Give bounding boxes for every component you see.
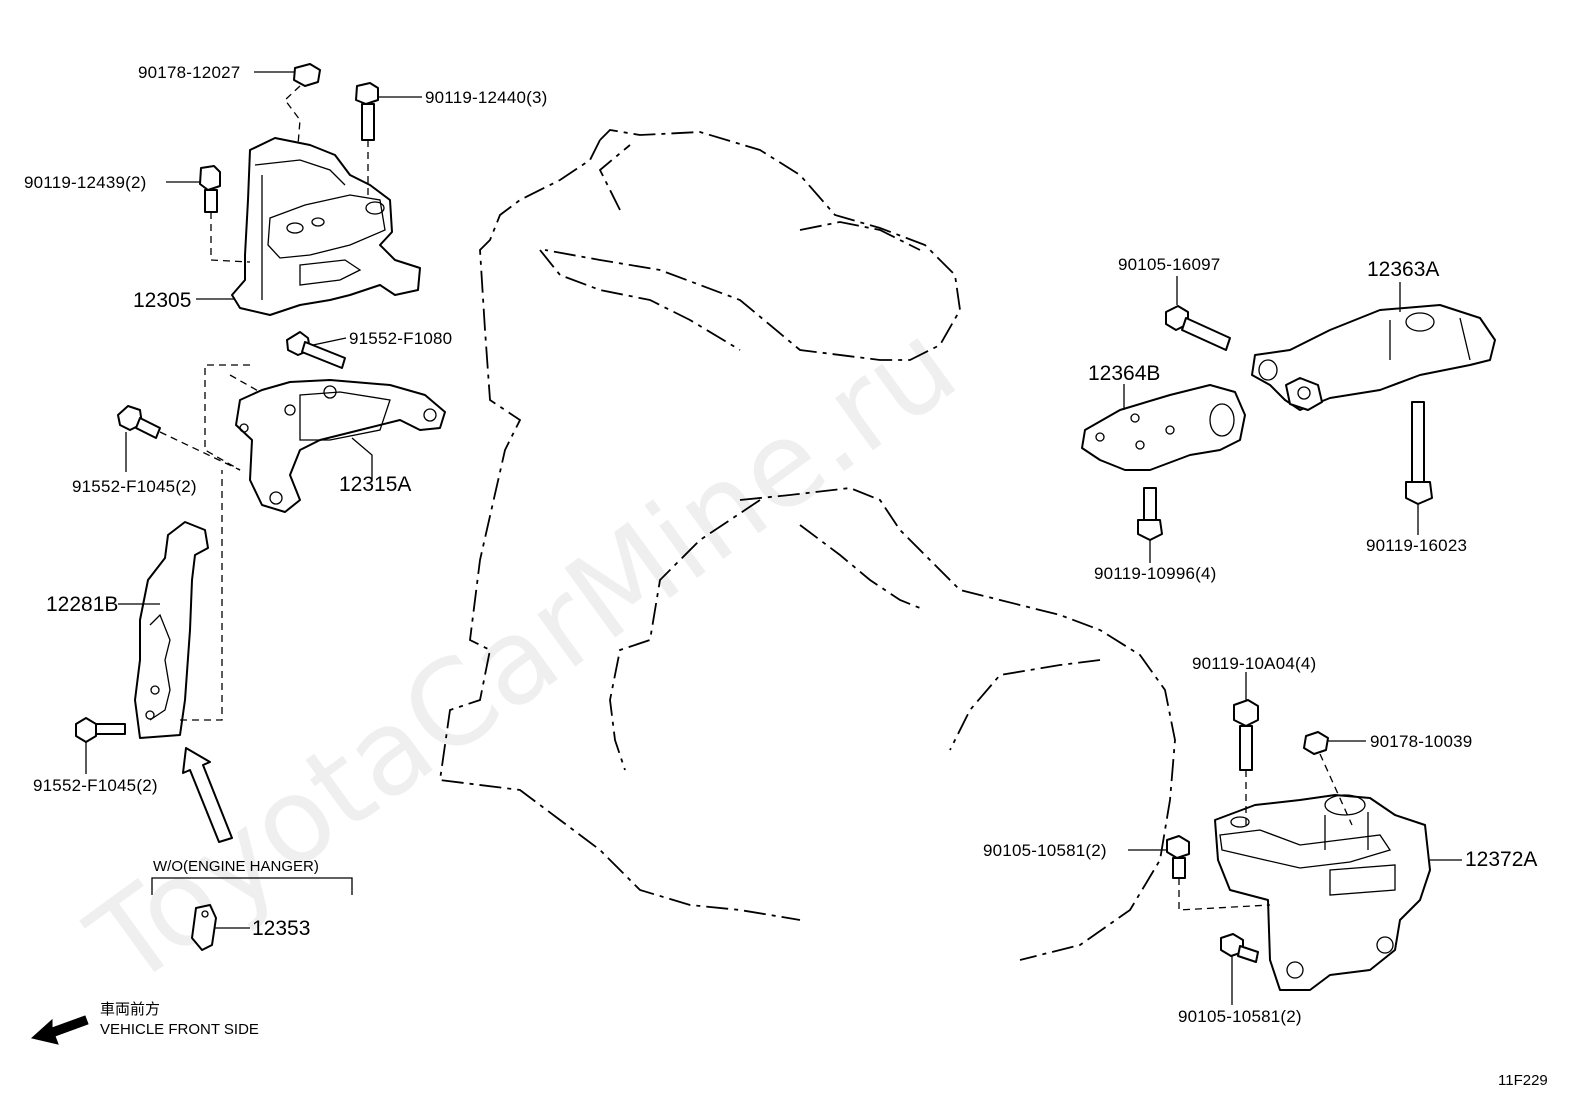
engine-mount-12372A [1214, 794, 1431, 991]
label-91552-F1080[interactable]: 91552-F1080 [349, 329, 452, 348]
vehicle-front-label-en: VEHICLE FRONT SIDE [100, 1021, 259, 1038]
vehicle-front-label-jp: 車両前方 [100, 1001, 160, 1018]
engine-hanger-label: W/O(ENGINE HANGER) [153, 858, 319, 875]
engine-mount-12305 [231, 137, 421, 316]
torque-rod-12363A [1251, 304, 1496, 411]
label-90119-12440[interactable]: 90119-12440(3) [425, 88, 548, 107]
label-90119-10996[interactable]: 90119-10996(4) [1094, 564, 1217, 583]
bolt-91552-F1045-lower [75, 717, 126, 743]
engine-hanger-group [151, 877, 353, 895]
bracket-12364B [1081, 384, 1246, 471]
label-90105-16097[interactable]: 90105-16097 [1118, 255, 1220, 274]
label-12315A[interactable]: 12315A [339, 473, 411, 496]
bolt-91552-F1080 [204, 331, 346, 471]
label-90105-10581-lower[interactable]: 90105-10581(2) [1178, 1007, 1302, 1026]
bolt-90119-16023 [1405, 401, 1433, 505]
figure-code: 11F229 [1498, 1072, 1548, 1089]
label-12281B[interactable]: 12281B [46, 593, 118, 616]
bolt-91552-F1045-upper [117, 405, 241, 471]
nut-90178-10039 [1303, 731, 1353, 826]
engine-outline [438, 129, 1176, 961]
hanger-12281B [134, 470, 223, 739]
bolt-90105-16097 [1165, 305, 1231, 351]
bolt-90119-10A04 [1233, 699, 1259, 825]
label-12363A[interactable]: 12363A [1367, 258, 1439, 281]
label-12353[interactable]: 12353 [252, 917, 310, 940]
nut-90178-12027 [284, 63, 321, 146]
bracket-12315A [235, 379, 446, 513]
leader-lines [85, 71, 1462, 1005]
part-labels: 90178-12027 90119-12440(3) 90119-12439(2… [24, 63, 1548, 1089]
watermark: ToyotaCarMine.ru [65, 295, 981, 1013]
arrow-up-icon [182, 747, 233, 843]
label-90119-12439[interactable]: 90119-12439(2) [24, 173, 147, 192]
label-91552-F1045-upper[interactable]: 91552-F1045(2) [72, 477, 197, 496]
label-12305[interactable]: 12305 [133, 289, 191, 312]
label-12372A[interactable]: 12372A [1465, 848, 1537, 871]
label-12364B[interactable]: 12364B [1088, 362, 1160, 385]
bolt-90105-10581-upper [1166, 835, 1271, 911]
label-90105-10581-upper[interactable]: 90105-10581(2) [983, 841, 1107, 860]
label-90178-10039[interactable]: 90178-10039 [1370, 732, 1472, 751]
label-90119-16023[interactable]: 90119-16023 [1366, 536, 1467, 555]
label-90178-12027[interactable]: 90178-12027 [138, 63, 240, 82]
vehicle-front-arrow-icon [30, 1015, 89, 1045]
bolt-90119-12440 [355, 82, 379, 200]
label-90119-10A04[interactable]: 90119-10A04(4) [1192, 654, 1316, 673]
bolt-90119-12439 [199, 165, 251, 263]
bolt-90105-10581-lower [1220, 933, 1259, 963]
clip-12353 [191, 904, 217, 951]
label-91552-F1045-lower[interactable]: 91552-F1045(2) [33, 776, 158, 795]
bolt-90119-10996 [1137, 487, 1163, 541]
